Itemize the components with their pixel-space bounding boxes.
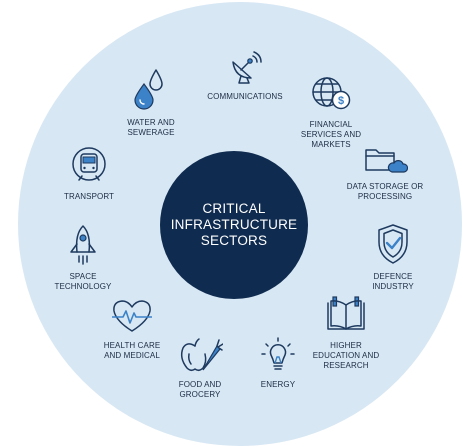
sector-label: FOOD AND GROCERY: [178, 380, 222, 399]
sector-food-grocery: FOOD AND GROCERY: [162, 336, 238, 400]
folder-cloud-icon: [330, 142, 440, 176]
sector-space-technology: SPACE TECHNOLOGY: [46, 224, 120, 292]
sector-energy: ENERGY: [246, 336, 310, 390]
sector-water-sewerage: WATER AND SEWERAGE: [110, 68, 192, 138]
center-hub: CRITICAL INFRASTRUCTURE SECTORS: [160, 151, 308, 299]
sector-label: SPACE TECHNOLOGY: [54, 272, 112, 291]
sector-label: WATER AND SEWERAGE: [127, 118, 175, 137]
center-title: CRITICAL INFRASTRUCTURE SECTORS: [170, 201, 298, 248]
sector-label: ENERGY: [260, 380, 296, 389]
sector-label: DATA STORAGE OR PROCESSING: [346, 182, 424, 201]
sector-communications: COMMUNICATIONS: [190, 48, 300, 102]
water-drops-icon: [110, 68, 192, 112]
apple-carrot-icon: [162, 336, 238, 374]
sector-health-care: HEALTH CARE AND MEDICAL: [92, 297, 172, 361]
heart-pulse-icon: [92, 297, 172, 335]
sector-label: HEALTH CARE AND MEDICAL: [103, 341, 161, 360]
sector-label: HIGHER EDUCATION AND RESEARCH: [312, 341, 380, 370]
train-icon: [54, 146, 124, 186]
shield-check-icon: [350, 222, 436, 266]
sector-defence-industry: DEFENCE INDUSTRY: [350, 222, 436, 292]
satellite-dish-icon: [190, 48, 300, 86]
sector-label: COMMUNICATIONS: [207, 92, 283, 101]
rocket-icon: [46, 224, 120, 266]
lightbulb-icon: [246, 336, 310, 374]
globe-dollar-icon: $: [283, 74, 379, 114]
sector-higher-education: HIGHER EDUCATION AND RESEARCH: [294, 295, 398, 371]
sector-financial-services: $ FINANCIAL SERVICES AND MARKETS: [283, 74, 379, 150]
sector-label: DEFENCE INDUSTRY: [372, 272, 414, 291]
open-book-icon: [294, 295, 398, 335]
sector-data-storage: DATA STORAGE OR PROCESSING: [330, 142, 440, 202]
sector-label: FINANCIAL SERVICES AND MARKETS: [300, 120, 362, 149]
svg-text:$: $: [338, 95, 344, 107]
sector-label: TRANSPORT: [63, 192, 115, 201]
sector-transport: TRANSPORT: [54, 146, 124, 202]
